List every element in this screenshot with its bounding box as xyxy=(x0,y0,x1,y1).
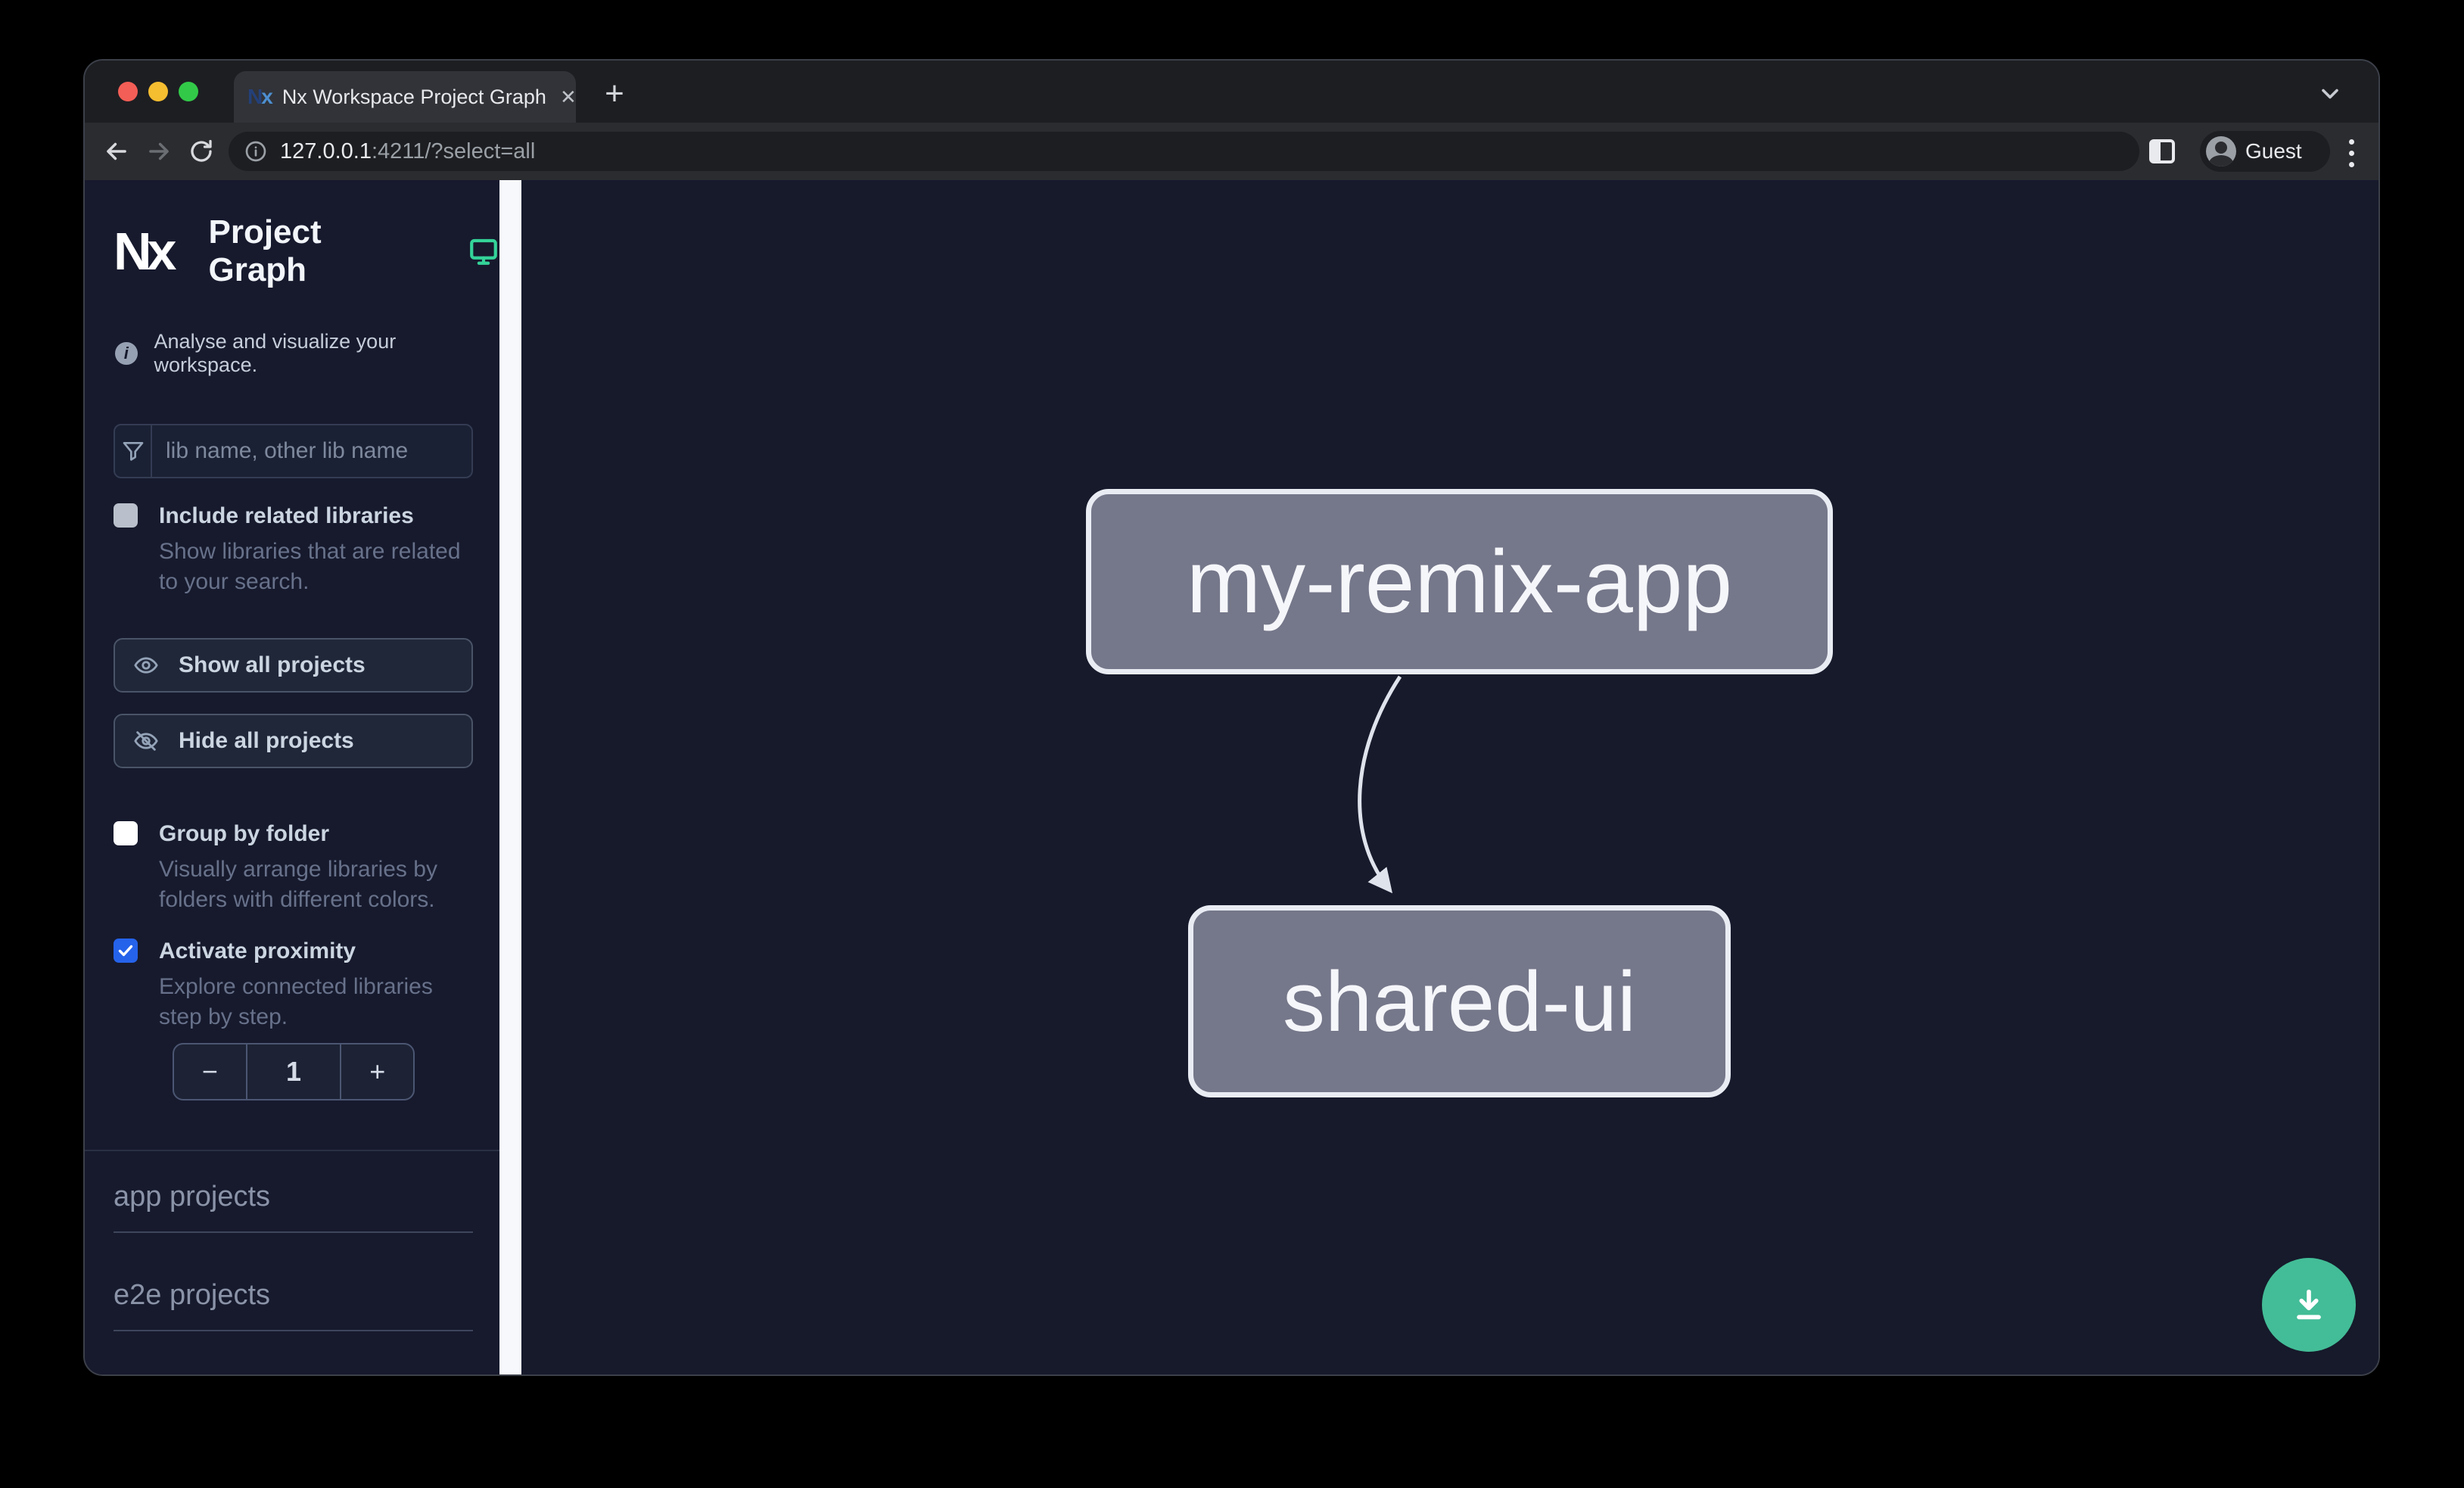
eye-icon xyxy=(134,657,158,674)
url-host: 127.0.0.1 xyxy=(280,139,372,163)
toggle-label: Group by folder xyxy=(159,821,329,846)
url-text: 127.0.0.1:4211/?select=all xyxy=(280,139,535,164)
info-icon: i xyxy=(115,342,138,365)
url-path: :4211/?select=all xyxy=(371,139,536,163)
filter-icon xyxy=(115,425,152,477)
maximize-window-button[interactable] xyxy=(179,82,198,101)
side-panel-button[interactable] xyxy=(2149,139,2175,163)
filter-field xyxy=(114,424,473,478)
toggle-description: Explore connected libraries step by step… xyxy=(159,974,433,1029)
avatar-icon xyxy=(2206,136,2236,167)
browser-menu-button[interactable] xyxy=(2346,136,2357,170)
group-by-folder-toggle: Group by folder Visually arrange librari… xyxy=(114,820,475,915)
section-e2e-projects[interactable]: e2e projects xyxy=(114,1279,473,1331)
toggle-description: Visually arrange libraries by folders wi… xyxy=(159,857,437,912)
decrement-button[interactable]: − xyxy=(201,1056,218,1087)
group-by-folder-checkbox[interactable] xyxy=(114,821,138,845)
close-window-button[interactable] xyxy=(118,82,138,101)
filter-input[interactable] xyxy=(152,425,471,477)
tab-close-icon[interactable]: ✕ xyxy=(559,86,577,108)
new-tab-button[interactable]: + xyxy=(605,75,624,112)
profile-label: Guest xyxy=(2245,139,2302,163)
page-title: Project Graph xyxy=(208,213,322,288)
button-label: Hide all projects xyxy=(179,728,354,753)
monitor-icon[interactable] xyxy=(468,235,499,267)
profile-button[interactable]: Guest xyxy=(2200,131,2330,172)
proximity-stepper: − 1 + xyxy=(173,1043,415,1100)
download-icon xyxy=(2297,1289,2321,1320)
address-bar[interactable]: 127.0.0.1:4211/?select=all xyxy=(229,132,2139,171)
include-related-toggle: Include related libraries Show libraries… xyxy=(114,502,475,597)
tagline-text: Analyse and visualize your workspace. xyxy=(154,330,397,376)
check-icon xyxy=(118,945,133,957)
browser-toolbar: 127.0.0.1:4211/?select=all Guest xyxy=(85,123,2378,180)
activate-proximity-checkbox[interactable] xyxy=(114,939,138,963)
toggle-label: Activate proximity xyxy=(159,939,356,963)
activate-proximity-toggle: Activate proximity Explore connected lib… xyxy=(114,937,475,1032)
button-label: Show all projects xyxy=(179,652,366,677)
sidebar-header: Nx Project Graph xyxy=(114,213,499,289)
include-related-checkbox[interactable] xyxy=(114,503,138,528)
sidebar-divider xyxy=(85,1150,499,1151)
tab-search-chevron-icon[interactable] xyxy=(2316,80,2344,107)
site-info-icon[interactable] xyxy=(244,139,268,163)
reload-button[interactable] xyxy=(180,130,222,173)
eye-off-icon xyxy=(134,731,158,751)
page-content: Nx Project Graph i Analyse and visualize… xyxy=(85,180,2378,1374)
toggle-description: Show libraries that are related to your … xyxy=(159,539,461,594)
section-label: e2e projects xyxy=(114,1279,271,1311)
graph-canvas[interactable]: my-remix-app shared-ui xyxy=(521,180,2378,1374)
sidebar-scrollbar[interactable] xyxy=(499,180,521,1374)
show-all-projects-button[interactable]: Show all projects xyxy=(114,638,473,693)
tagline-row: i Analyse and visualize your workspace. xyxy=(115,330,499,377)
minimize-window-button[interactable] xyxy=(148,82,168,101)
increment-button[interactable]: + xyxy=(369,1056,386,1087)
nx-logo: Nx xyxy=(114,222,177,281)
tab-title: Nx Workspace Project Graph xyxy=(282,85,546,108)
stepper-value: 1 xyxy=(245,1044,342,1099)
back-button[interactable] xyxy=(95,130,138,173)
node-shared-ui[interactable]: shared-ui xyxy=(1188,905,1731,1097)
forward-button[interactable] xyxy=(138,130,180,173)
section-app-projects[interactable]: app projects xyxy=(114,1181,473,1233)
edge-my-remix-app-to-shared-ui xyxy=(1358,675,1402,894)
hide-all-projects-button[interactable]: Hide all projects xyxy=(114,714,473,768)
toggle-label: Include related libraries xyxy=(159,503,414,528)
download-graph-button[interactable] xyxy=(2262,1258,2356,1352)
section-label: app projects xyxy=(114,1181,271,1213)
traffic-lights xyxy=(118,82,198,101)
sidebar: Nx Project Graph i Analyse and visualize… xyxy=(85,180,499,1374)
node-my-remix-app[interactable]: my-remix-app xyxy=(1086,489,1833,674)
